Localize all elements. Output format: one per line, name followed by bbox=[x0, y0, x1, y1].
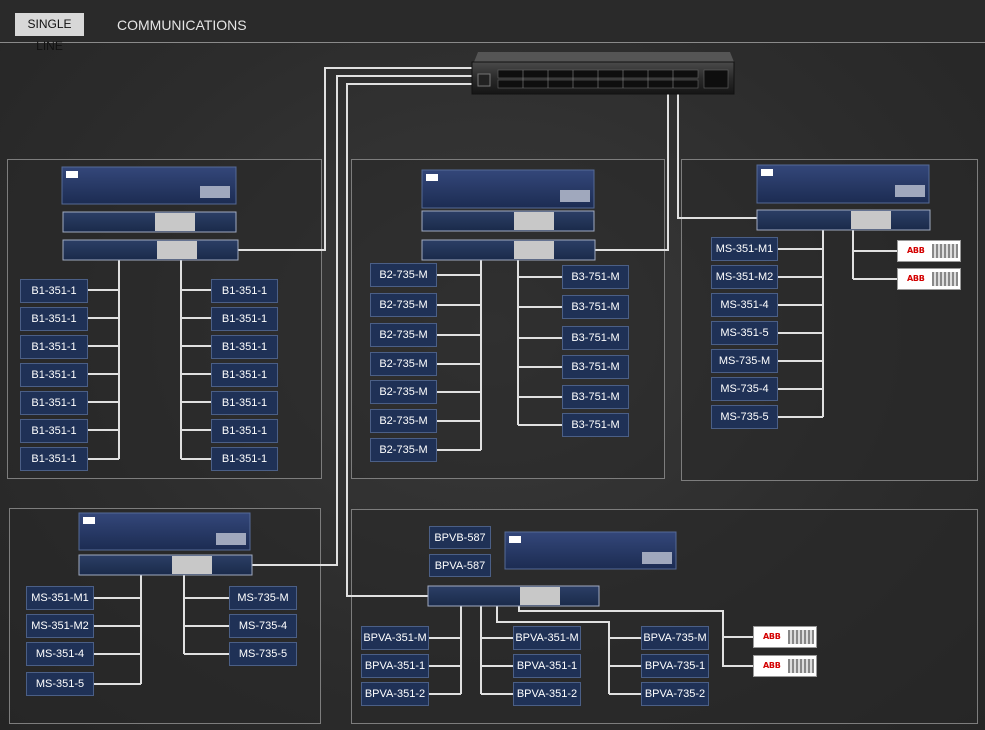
device-b1-right-6[interactable]: B1-351-1 bbox=[211, 419, 278, 443]
device-bpva-col1-3[interactable]: BPVA-351-2 bbox=[361, 682, 429, 706]
sel-relay-bpva[interactable] bbox=[504, 531, 677, 570]
abb-device-ms-right-2[interactable]: ABB bbox=[897, 268, 961, 290]
device-b1-right-7[interactable]: B1-351-1 bbox=[211, 447, 278, 471]
abb-rack-icon bbox=[932, 244, 958, 258]
abb-logo: ABB bbox=[907, 246, 925, 255]
device-b3-5[interactable]: B3-751-M bbox=[562, 385, 629, 409]
device-ms-right-1[interactable]: MS-351-M1 bbox=[711, 237, 778, 261]
device-b1-left-7[interactable]: B1-351-1 bbox=[20, 447, 88, 471]
device-b2-3[interactable]: B2-735-M bbox=[370, 323, 437, 347]
device-b2-4[interactable]: B2-735-M bbox=[370, 352, 437, 376]
rack-switch-b1-upper[interactable] bbox=[62, 211, 237, 233]
abb-logo: ABB bbox=[763, 661, 781, 670]
core-network-switch[interactable] bbox=[471, 52, 735, 95]
rack-switch-ms-bottom[interactable] bbox=[78, 554, 253, 576]
device-ms-right-4[interactable]: MS-351-5 bbox=[711, 321, 778, 345]
device-b1-right-4[interactable]: B1-351-1 bbox=[211, 363, 278, 387]
rack-switch-b1-lower[interactable] bbox=[62, 239, 239, 261]
device-ms-right-2[interactable]: MS-351-M2 bbox=[711, 265, 778, 289]
device-bpva-col2-2[interactable]: BPVA-351-1 bbox=[513, 654, 581, 678]
device-bpva-col3-3[interactable]: BPVA-735-2 bbox=[641, 682, 709, 706]
device-b2-1[interactable]: B2-735-M bbox=[370, 263, 437, 287]
device-ms-bottom-right-2[interactable]: MS-735-4 bbox=[229, 614, 297, 638]
device-bpva-587[interactable]: BPVA-587 bbox=[429, 554, 491, 577]
device-b3-1[interactable]: B3-751-M bbox=[562, 265, 629, 289]
device-ms-bottom-left-2[interactable]: MS-351-M2 bbox=[26, 614, 94, 638]
device-b2-6[interactable]: B2-735-M bbox=[370, 409, 437, 433]
device-ms-bottom-right-1[interactable]: MS-735-M bbox=[229, 586, 297, 610]
device-b1-left-5[interactable]: B1-351-1 bbox=[20, 391, 88, 415]
device-b2-7[interactable]: B2-735-M bbox=[370, 438, 437, 462]
sel-relay-ms-bottom[interactable] bbox=[78, 512, 251, 551]
device-b1-left-4[interactable]: B1-351-1 bbox=[20, 363, 88, 387]
rack-switch-b2b3-upper[interactable] bbox=[421, 210, 595, 232]
device-ms-right-5[interactable]: MS-735-M bbox=[711, 349, 778, 373]
sel-relay-b2b3[interactable] bbox=[421, 169, 595, 209]
device-bpva-col1-1[interactable]: BPVA-351-M bbox=[361, 626, 429, 650]
device-b1-left-2[interactable]: B1-351-1 bbox=[20, 307, 88, 331]
tab-communications[interactable]: COMMUNICATIONS bbox=[117, 17, 247, 33]
device-b1-right-3[interactable]: B1-351-1 bbox=[211, 335, 278, 359]
device-ms-bottom-left-3[interactable]: MS-351-4 bbox=[26, 642, 94, 666]
device-b1-left-1[interactable]: B1-351-1 bbox=[20, 279, 88, 303]
device-bpva-col2-3[interactable]: BPVA-351-2 bbox=[513, 682, 581, 706]
sel-relay-b1[interactable] bbox=[61, 166, 237, 205]
device-ms-bottom-left-1[interactable]: MS-351-M1 bbox=[26, 586, 94, 610]
tab-single-line[interactable]: SINGLE LINE bbox=[15, 13, 84, 53]
device-ms-right-6[interactable]: MS-735-4 bbox=[711, 377, 778, 401]
device-b1-right-2[interactable]: B1-351-1 bbox=[211, 307, 278, 331]
device-bpva-col1-2[interactable]: BPVA-351-1 bbox=[361, 654, 429, 678]
device-bpva-col3-2[interactable]: BPVA-735-1 bbox=[641, 654, 709, 678]
device-bpvb-587[interactable]: BPVB-587 bbox=[429, 526, 491, 549]
sel-relay-ms-right[interactable] bbox=[756, 164, 930, 204]
device-ms-bottom-left-4[interactable]: MS-351-5 bbox=[26, 672, 94, 696]
device-ms-right-7[interactable]: MS-735-5 bbox=[711, 405, 778, 429]
top-navigation-bar: SINGLE LINE COMMUNICATIONS bbox=[0, 0, 985, 53]
device-b3-2[interactable]: B3-751-M bbox=[562, 295, 629, 319]
network-cables bbox=[88, 67, 897, 695]
abb-logo: ABB bbox=[907, 274, 925, 283]
abb-rack-icon bbox=[932, 272, 958, 286]
rack-switch-ms-right[interactable] bbox=[756, 209, 931, 231]
abb-device-bpva-2[interactable]: ABB bbox=[753, 655, 817, 677]
abb-logo: ABB bbox=[763, 632, 781, 641]
rack-switch-bpva[interactable] bbox=[427, 585, 600, 607]
abb-device-bpva-1[interactable]: ABB bbox=[753, 626, 817, 648]
device-b3-6[interactable]: B3-751-M bbox=[562, 413, 629, 437]
device-b2-5[interactable]: B2-735-M bbox=[370, 380, 437, 404]
abb-device-ms-right-1[interactable]: ABB bbox=[897, 240, 961, 262]
device-bpva-col2-1[interactable]: BPVA-351-M bbox=[513, 626, 581, 650]
abb-rack-icon bbox=[788, 630, 814, 644]
rack-switch-b2b3-lower[interactable] bbox=[421, 239, 596, 261]
device-b1-left-6[interactable]: B1-351-1 bbox=[20, 419, 88, 443]
device-b3-4[interactable]: B3-751-M bbox=[562, 355, 629, 379]
device-b1-right-5[interactable]: B1-351-1 bbox=[211, 391, 278, 415]
device-bpva-col3-1[interactable]: BPVA-735-M bbox=[641, 626, 709, 650]
device-b2-2[interactable]: B2-735-M bbox=[370, 293, 437, 317]
device-b1-left-3[interactable]: B1-351-1 bbox=[20, 335, 88, 359]
abb-rack-icon bbox=[788, 659, 814, 673]
device-ms-right-3[interactable]: MS-351-4 bbox=[711, 293, 778, 317]
device-b3-3[interactable]: B3-751-M bbox=[562, 326, 629, 350]
device-ms-bottom-right-3[interactable]: MS-735-5 bbox=[229, 642, 297, 666]
device-b1-right-1[interactable]: B1-351-1 bbox=[211, 279, 278, 303]
